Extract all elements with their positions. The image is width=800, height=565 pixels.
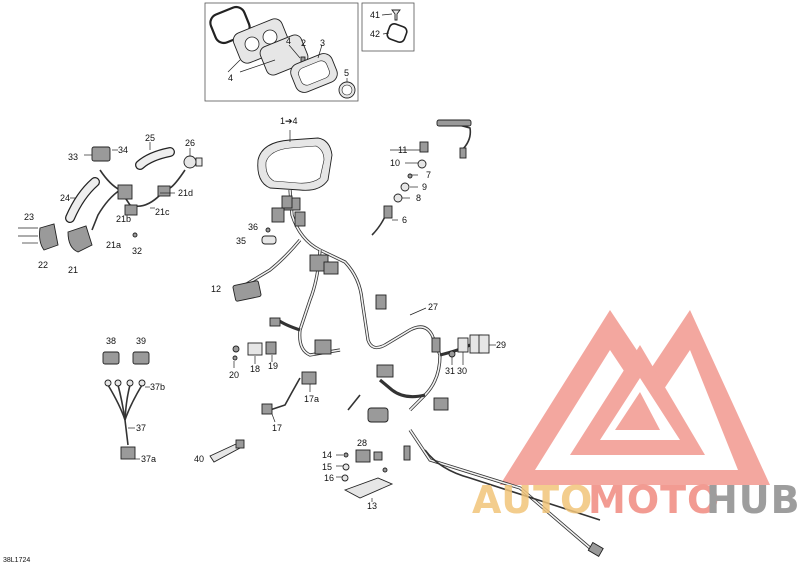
callout-22: 22: [38, 260, 48, 270]
callout-23: 23: [24, 212, 34, 222]
callout-37: 37: [136, 423, 146, 433]
callout-32: 32: [132, 246, 142, 256]
callout-25: 25: [145, 133, 155, 143]
callout-9: 9: [422, 182, 427, 192]
callout-37a: 37a: [141, 454, 156, 464]
callout-20: 20: [229, 370, 239, 380]
relay-parts: [409, 307, 496, 365]
callout-8: 8: [416, 193, 421, 203]
handlebar-controls: [18, 142, 203, 253]
callout-21d: 21d: [178, 188, 193, 198]
callout-labels: 4 4 2 3 5 41 42 1➔4 11 10 7 9 8 6 25 26 …: [24, 10, 506, 511]
callout-11: 11: [398, 145, 407, 155]
module-parts: [336, 449, 394, 502]
callout-4-top: 4: [228, 73, 233, 83]
callout-4: 4: [286, 36, 291, 46]
callout-17a: 17a: [304, 394, 319, 404]
callout-2: 2: [301, 38, 306, 48]
callout-41: 41: [370, 10, 380, 20]
callout-6: 6: [402, 215, 407, 225]
harness-connector-12: [232, 280, 262, 302]
rear-harness: [403, 429, 604, 557]
callout-28: 28: [357, 438, 367, 448]
callout-37b: 37b: [150, 382, 165, 392]
callout-18: 18: [250, 364, 260, 374]
temp-sensor: [209, 439, 245, 463]
callout-42: 42: [370, 29, 380, 39]
watermark-hub: HUB: [706, 478, 800, 522]
callout-15: 15: [322, 462, 332, 472]
callout-1-4: 1➔4: [280, 116, 298, 126]
callout-3: 3: [320, 38, 325, 48]
callout-19: 19: [268, 361, 278, 371]
callout-14: 14: [322, 450, 332, 460]
drawing-code: 38L1724: [3, 557, 30, 564]
callout-29: 29: [496, 340, 506, 350]
callout-16: 16: [324, 473, 334, 483]
callout-40: 40: [194, 454, 204, 464]
gauge-unit: [290, 53, 338, 93]
callout-31: 31: [445, 366, 455, 376]
callout-34: 34: [118, 145, 128, 155]
callout-21a: 21a: [106, 240, 121, 250]
callout-21: 21: [68, 265, 78, 275]
callout-30: 30: [457, 366, 467, 376]
callout-33: 33: [68, 152, 78, 162]
watermark-logo: [500, 310, 770, 485]
callout-24: 24: [60, 193, 70, 203]
round-gauge: [338, 81, 356, 99]
callout-13: 13: [367, 501, 377, 511]
watermark-auto: AUTO: [472, 478, 593, 522]
watermark-moto: MOTO: [588, 478, 720, 522]
push-rivet: [391, 9, 401, 21]
mid-fasteners: [261, 195, 293, 245]
fastener-box: [361, 2, 415, 52]
fuse-parts: [371, 119, 472, 236]
callout-38: 38: [106, 336, 116, 346]
callout-10: 10: [390, 158, 400, 168]
callout-39: 39: [136, 336, 146, 346]
watermark-wordmark: AUTO MOTO HUB: [472, 478, 800, 522]
callout-5: 5: [344, 68, 349, 78]
callout-21c: 21c: [155, 207, 170, 217]
callout-26: 26: [185, 138, 195, 148]
accessory-harness: [102, 351, 150, 460]
gauge-assembly-box: [204, 2, 359, 102]
callout-35: 35: [236, 236, 246, 246]
callout-7: 7: [426, 170, 431, 180]
cluster-housing: [257, 130, 333, 191]
callout-27: 27: [428, 302, 438, 312]
callout-17: 17: [272, 423, 282, 433]
callout-12: 12: [211, 284, 221, 294]
gasket-ring: [386, 23, 408, 43]
callout-36: 36: [248, 222, 258, 232]
sensor-parts: [232, 341, 317, 423]
callout-21b: 21b: [116, 214, 131, 224]
